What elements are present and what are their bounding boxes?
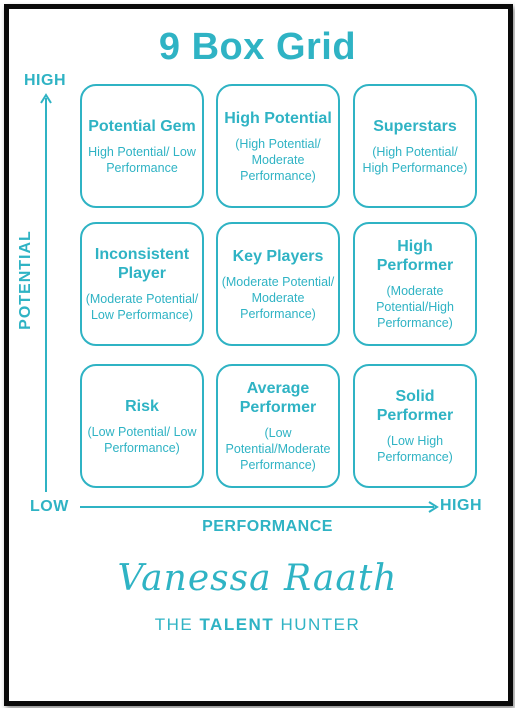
page-title: 9 Box Grid xyxy=(158,26,357,68)
box-description: (Low Potential/ Low Performance) xyxy=(87,424,197,455)
poster-frame xyxy=(4,4,513,706)
box-title: Key Players xyxy=(232,247,324,265)
tagline-post: HUNTER xyxy=(274,615,361,634)
y-axis-high-label: HIGH xyxy=(24,72,66,89)
x-axis-title: PERFORMANCE xyxy=(202,518,333,535)
box-superstars: Superstars (High Potential/ High Perform… xyxy=(353,84,477,208)
box-title: Potential Gem xyxy=(88,117,196,135)
box-title: High Potential xyxy=(224,109,332,127)
box-solid-performer: Solid Performer (Low High Performance) xyxy=(353,364,477,488)
tagline-pre: THE xyxy=(154,615,200,634)
x-axis-high-label: HIGH xyxy=(440,497,482,514)
box-description: (High Potential/ High Performance) xyxy=(362,144,468,175)
box-title: Superstars xyxy=(373,117,457,135)
box-description: (Low High Performance) xyxy=(377,434,453,464)
tagline-bold: TALENT xyxy=(199,615,275,634)
box-title: High Performer xyxy=(376,238,454,274)
y-axis-arrowhead xyxy=(40,93,52,104)
box-high-potential: High Potential (High Potential/ Moderate… xyxy=(216,84,340,208)
box-risk: Risk (Low Potential/ Low Performance) xyxy=(80,364,204,488)
signature-logo: Vanessa Raath xyxy=(117,558,398,599)
box-key-players: Key Players (Moderate Potential/ Moderat… xyxy=(216,222,340,346)
box-potential-gem: Potential Gem High Potential/ Low Perfor… xyxy=(80,84,204,208)
box-description: (Low Potential/Moderate Performance) xyxy=(225,426,331,472)
y-axis-title: POTENTIAL xyxy=(17,230,34,330)
box-description: (High Potential/ Moderate Performance) xyxy=(235,136,321,183)
box-title: Inconsistent Player xyxy=(94,246,190,282)
axis-low-label: LOW xyxy=(30,498,69,515)
box-title: Average Performer xyxy=(239,380,317,416)
box-title: Risk xyxy=(125,397,159,415)
brand-tagline: THE TALENT HUNTER xyxy=(0,615,515,635)
x-axis-arrowhead xyxy=(428,501,439,513)
box-title: Solid Performer xyxy=(376,388,454,424)
box-inconsistent-player: Inconsistent Player (Moderate Potential/… xyxy=(80,222,204,346)
box-description: (Moderate Potential/ Moderate Performanc… xyxy=(221,274,335,321)
box-average-performer: Average Performer (Low Potential/Moderat… xyxy=(216,364,340,488)
box-description: High Potential/ Low Performance xyxy=(88,144,196,175)
box-description: (Moderate Potential/ Low Performance) xyxy=(85,292,199,322)
box-description: (Moderate Potential/High Performance) xyxy=(376,284,454,330)
box-high-performer: High Performer (Moderate Potential/High … xyxy=(353,222,477,346)
